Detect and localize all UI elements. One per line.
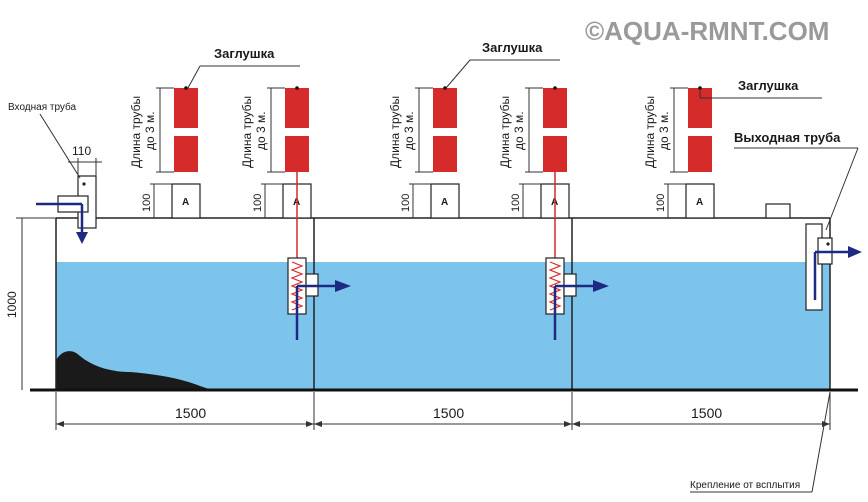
pipe-extension-lower <box>174 136 198 172</box>
pipe-length-label-1: Длина трубы <box>388 96 402 168</box>
pipe-length-label-1: Длина трубы <box>643 96 657 168</box>
plug-label: Заглушка <box>738 78 799 93</box>
sludge-layer <box>56 351 212 390</box>
pipe-length-label-2: до 3 м. <box>143 111 157 150</box>
water-body <box>56 262 830 390</box>
pipe-extension-upper <box>174 88 198 128</box>
pipe-length-label-1: Длина трубы <box>129 96 143 168</box>
pipe-length-label-2: до 3 м. <box>402 111 416 150</box>
inspection-label: А <box>441 197 448 208</box>
riser-height-label: 100 <box>400 194 412 212</box>
riser-height-label: 100 <box>510 194 522 212</box>
flow-arrow <box>593 280 609 292</box>
section-length-3: 1500 <box>691 405 722 421</box>
inlet-pipe-label: Входная труба <box>8 101 77 113</box>
tank-height-label: 1000 <box>5 291 19 318</box>
inlet-pipe-leader <box>39 113 81 179</box>
watermark: ©AQUA-RMNT.COM <box>585 16 829 46</box>
inspection-box <box>685 183 715 219</box>
plug-label: Заглушка <box>482 40 543 55</box>
pipe-length-label-2: до 3 м. <box>254 111 268 150</box>
anchor-leader <box>811 391 831 493</box>
plug-dot <box>553 86 557 90</box>
plug-dot <box>295 86 299 90</box>
plug-dot <box>443 86 447 90</box>
pipe-extension-upper <box>543 88 567 128</box>
vent-cover <box>765 203 791 219</box>
section-length-1: 1500 <box>175 405 206 421</box>
inlet-pipe <box>36 175 97 244</box>
plug-dot <box>184 86 188 90</box>
pipe-length-label-1: Длина трубы <box>240 96 254 168</box>
inspection-box <box>430 183 460 219</box>
inlet-diameter-label: 110 <box>72 144 91 158</box>
outlet-pipe-label: Выходная труба <box>734 130 841 145</box>
pipe-extension-lower <box>688 136 712 172</box>
pipe-extension-lower <box>285 136 309 172</box>
flow-arrow <box>335 280 351 292</box>
inspection-label: А <box>696 197 703 208</box>
anchor-label: Крепление от всплытия <box>690 480 800 491</box>
pipe-length-label-2: до 3 м. <box>657 111 671 150</box>
riser-height-label: 100 <box>655 194 667 212</box>
outlet-pipe-leader <box>825 147 859 231</box>
pipe-extension-lower <box>543 136 567 172</box>
section-dimensions <box>55 392 831 430</box>
plug-leader <box>445 59 471 89</box>
section-length-2: 1500 <box>433 405 464 421</box>
riser-height-label: 100 <box>141 194 153 212</box>
inspection-box <box>171 183 201 219</box>
pipe-extension-lower <box>433 136 457 172</box>
plug-label: Заглушка <box>214 46 275 61</box>
plug-leader <box>187 65 201 89</box>
outlet-pipe <box>805 223 862 311</box>
pipe-extension-upper <box>433 88 457 128</box>
pipe-length-label-2: до 3 м. <box>512 111 526 150</box>
inspection-label: А <box>182 197 189 208</box>
pipe-extension-upper <box>285 88 309 128</box>
pipe-length-label-1: Длина трубы <box>498 96 512 168</box>
riser-height-label: 100 <box>252 194 264 212</box>
